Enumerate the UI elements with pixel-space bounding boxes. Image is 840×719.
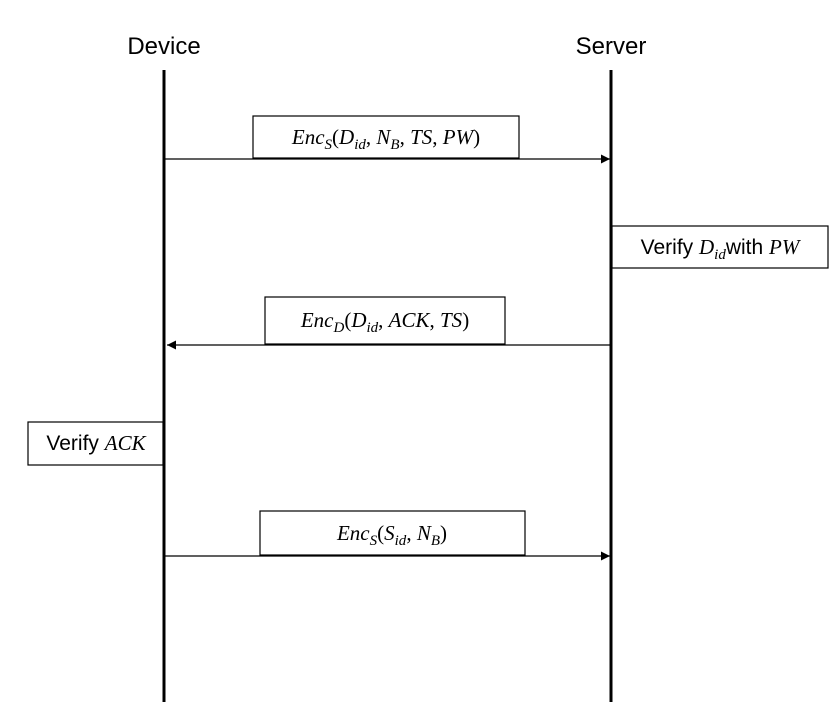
message-label-box-3 xyxy=(259,510,526,556)
actor-device-label: Device xyxy=(127,33,200,60)
device-verify-note-label: Verify ACK xyxy=(46,431,146,455)
message-label-box-1 xyxy=(252,115,520,159)
message-label-1: EncS(Did, NB, TS, PW) xyxy=(291,125,480,153)
server-verify-note-label: Verify Didwith PW xyxy=(641,235,802,263)
message-label-3: EncS(Sid, NB) xyxy=(336,521,447,549)
message-label-box-2 xyxy=(264,296,506,345)
message-label-2: EncD(Did, ACK, TS) xyxy=(300,308,469,336)
server-verify-note-box xyxy=(611,225,829,269)
device-verify-note-box xyxy=(27,421,164,466)
actor-server-label: Server xyxy=(576,33,647,60)
